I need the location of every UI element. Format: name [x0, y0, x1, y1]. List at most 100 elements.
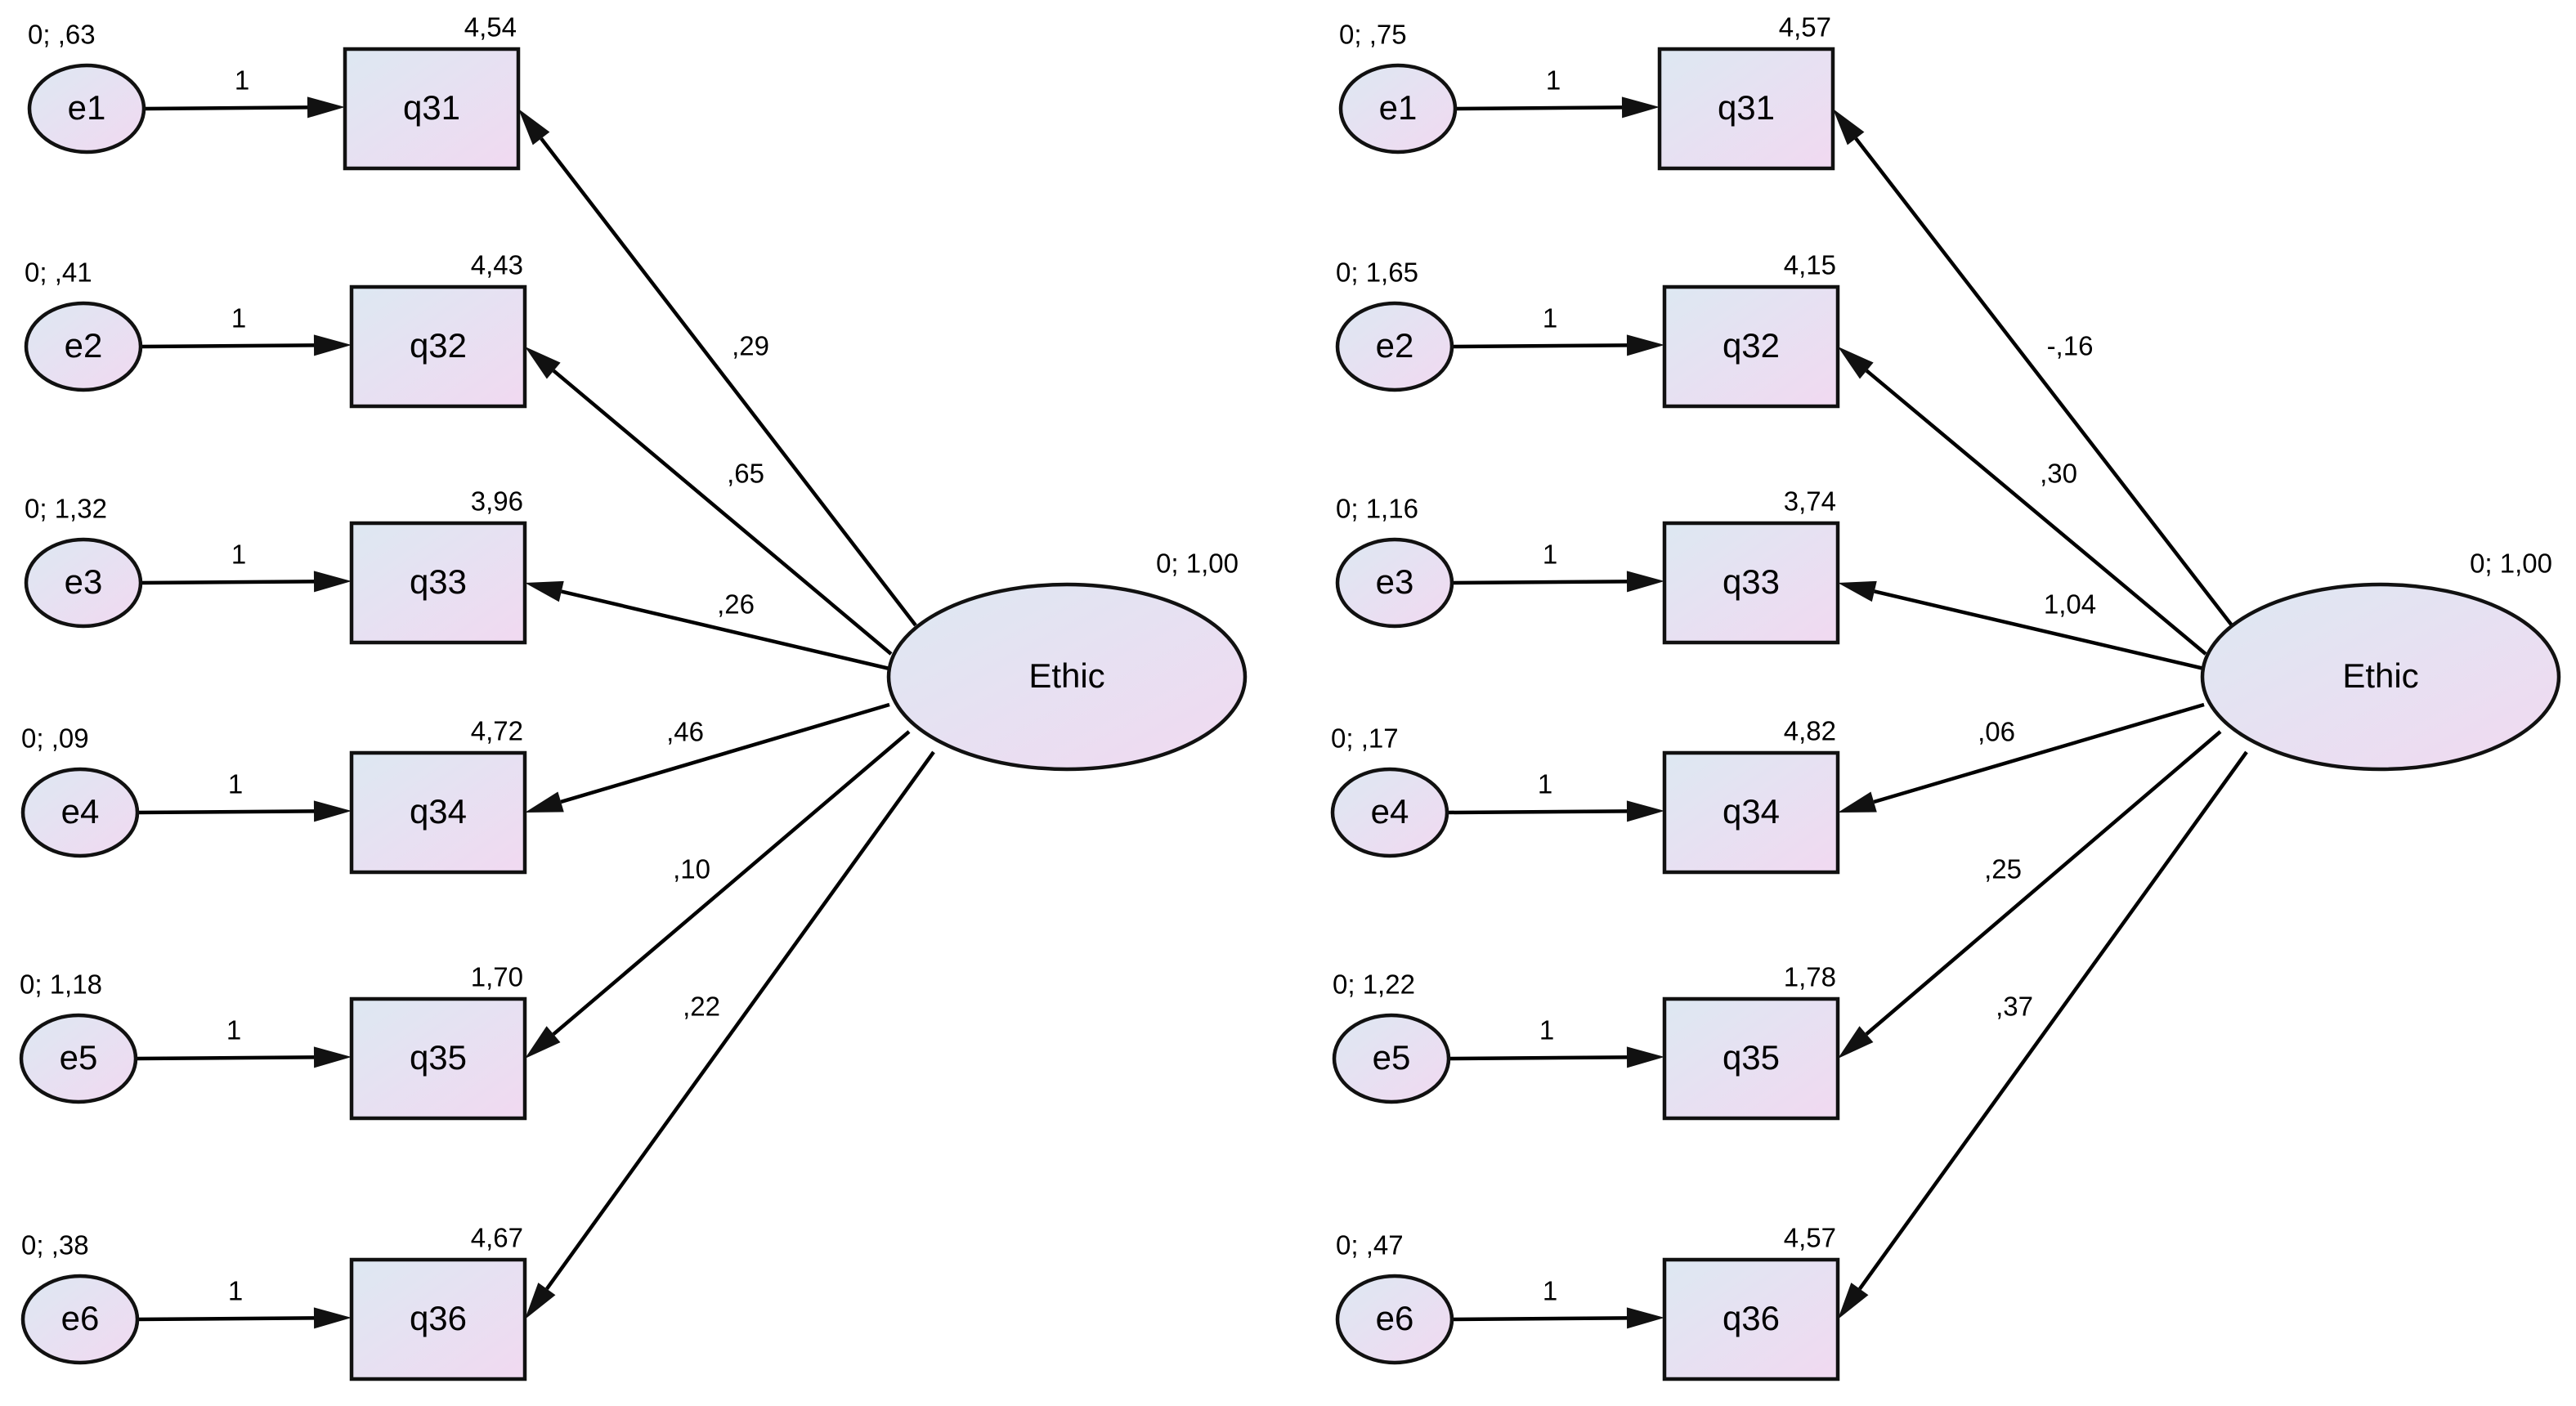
- error-path-weight: 1: [231, 540, 246, 570]
- error-node-e3: e3: [24, 537, 143, 629]
- loading-path-q32: [525, 347, 893, 656]
- error-variance-label: 0; ,41: [25, 257, 92, 288]
- error-node-e3: e3: [1335, 537, 1454, 629]
- error-path-weight: 1: [235, 65, 249, 96]
- error-variance-label: 0; ,75: [1339, 20, 1407, 50]
- indicator-label: q32: [1723, 326, 1780, 365]
- error-path-e1: [143, 96, 345, 119]
- error-node-e2: e2: [1335, 301, 1454, 392]
- intercept-label: 4,82: [1784, 716, 1836, 746]
- error-node-e6: e6: [1335, 1274, 1454, 1365]
- error-path-weight: 1: [228, 769, 243, 799]
- error-node-e1: e1: [1338, 63, 1458, 154]
- error-variance-label: 0; ,63: [28, 20, 96, 50]
- error-node-label: e1: [1379, 88, 1418, 127]
- loading-value: ,25: [1984, 854, 2022, 884]
- error-path-weight: 1: [1543, 1276, 1557, 1306]
- latent-label: Ethic: [1028, 656, 1104, 695]
- error-node-e6: e6: [20, 1274, 140, 1365]
- indicator-node-q33: q33: [1662, 521, 1840, 645]
- indicator-node-q31: q31: [1657, 47, 1835, 171]
- model-panel-1: e1 0; ,63 1 q31 4,54 ,29 e2 0; ,41 1 q32 4,43 ,65 e3…: [19, 12, 1248, 1381]
- latent-variance-label: 0; 1,00: [2470, 549, 2552, 579]
- error-variance-label: 0; ,47: [1336, 1230, 1404, 1260]
- error-path-e5: [1448, 1046, 1664, 1068]
- error-variance-label: 0; 1,16: [1336, 494, 1418, 524]
- error-path-e6: [1451, 1307, 1664, 1329]
- indicator-label: q36: [410, 1299, 467, 1337]
- error-variance-label: 0; 1,22: [1333, 969, 1415, 1000]
- indicator-label: q33: [410, 562, 467, 601]
- indicator-label: q32: [410, 326, 467, 365]
- latent-variance-label: 0; 1,00: [1156, 549, 1239, 579]
- intercept-label: 4,43: [471, 250, 523, 280]
- error-node-e5: e5: [19, 1013, 138, 1104]
- error-node-label: e3: [1376, 562, 1414, 601]
- latent-label: Ethic: [2342, 656, 2418, 695]
- loading-value: ,29: [732, 331, 769, 361]
- indicator-label: q35: [410, 1038, 467, 1077]
- loading-path-q34: [525, 702, 890, 813]
- intercept-label: 4,67: [471, 1223, 523, 1253]
- intercept-label: 3,96: [471, 486, 523, 517]
- intercept-label: 4,54: [464, 12, 517, 43]
- error-node-label: e2: [1376, 326, 1414, 365]
- indicator-label: q31: [403, 88, 460, 127]
- error-node-e1: e1: [27, 63, 146, 154]
- indicator-node-q35: q35: [1662, 996, 1840, 1121]
- error-path-e5: [135, 1046, 352, 1068]
- error-path-weight: 1: [1539, 1015, 1554, 1046]
- error-node-label: e1: [68, 88, 106, 127]
- error-variance-label: 0; ,09: [21, 723, 89, 754]
- indicator-label: q35: [1723, 1038, 1780, 1077]
- indicator-node-q36: q36: [1662, 1257, 1840, 1381]
- error-path-weight: 1: [1546, 65, 1561, 96]
- intercept-label: 4,57: [1784, 1223, 1836, 1253]
- error-path-e1: [1454, 96, 1660, 119]
- indicator-label: q34: [410, 792, 467, 831]
- error-node-e4: e4: [20, 767, 140, 858]
- loading-path-q33: [1838, 580, 2205, 671]
- loading-path-q35: [1838, 730, 2222, 1059]
- intercept-label: 1,78: [1784, 962, 1836, 992]
- loading-path-q31: [518, 109, 917, 627]
- loading-path-q31: [1833, 109, 2233, 627]
- error-node-e4: e4: [1330, 767, 1449, 858]
- intercept-label: 4,57: [1779, 12, 1831, 43]
- error-path-e2: [140, 334, 352, 356]
- error-variance-label: 0; 1,18: [20, 969, 102, 1000]
- indicator-node-q32: q32: [1662, 284, 1840, 409]
- loading-value: ,26: [717, 589, 755, 620]
- loading-value: ,46: [666, 717, 704, 747]
- indicator-label: q33: [1723, 562, 1780, 601]
- error-path-weight: 1: [226, 1015, 241, 1046]
- indicator-node-q35: q35: [349, 996, 527, 1121]
- indicator-label: q31: [1718, 88, 1775, 127]
- error-path-e6: [137, 1307, 352, 1329]
- error-path-weight: 1: [1543, 540, 1557, 570]
- intercept-label: 3,74: [1784, 486, 1836, 517]
- error-path-weight: 1: [228, 1276, 243, 1306]
- error-path-weight: 1: [231, 303, 246, 334]
- error-variance-label: 0; 1,32: [25, 494, 107, 524]
- loading-value: ,06: [1978, 717, 2015, 747]
- indicator-label: q36: [1723, 1299, 1780, 1337]
- loading-value: ,22: [683, 992, 720, 1022]
- indicator-node-q31: q31: [343, 47, 521, 171]
- loading-value: ,65: [727, 459, 764, 489]
- intercept-label: 1,70: [471, 962, 523, 992]
- error-node-e2: e2: [24, 301, 143, 392]
- error-node-e5: e5: [1332, 1013, 1451, 1104]
- error-node-label: e5: [60, 1038, 98, 1077]
- loading-value: ,10: [673, 854, 710, 884]
- error-path-weight: 1: [1538, 769, 1552, 799]
- loading-value: -,16: [2047, 331, 2094, 361]
- error-path-weight: 1: [1543, 303, 1557, 334]
- indicator-node-q34: q34: [349, 750, 527, 875]
- error-variance-label: 0; ,17: [1331, 723, 1399, 754]
- error-path-e3: [1451, 571, 1664, 593]
- error-node-label: e3: [65, 562, 103, 601]
- error-node-label: e6: [1376, 1299, 1414, 1337]
- loading-value: 1,04: [2044, 589, 2096, 620]
